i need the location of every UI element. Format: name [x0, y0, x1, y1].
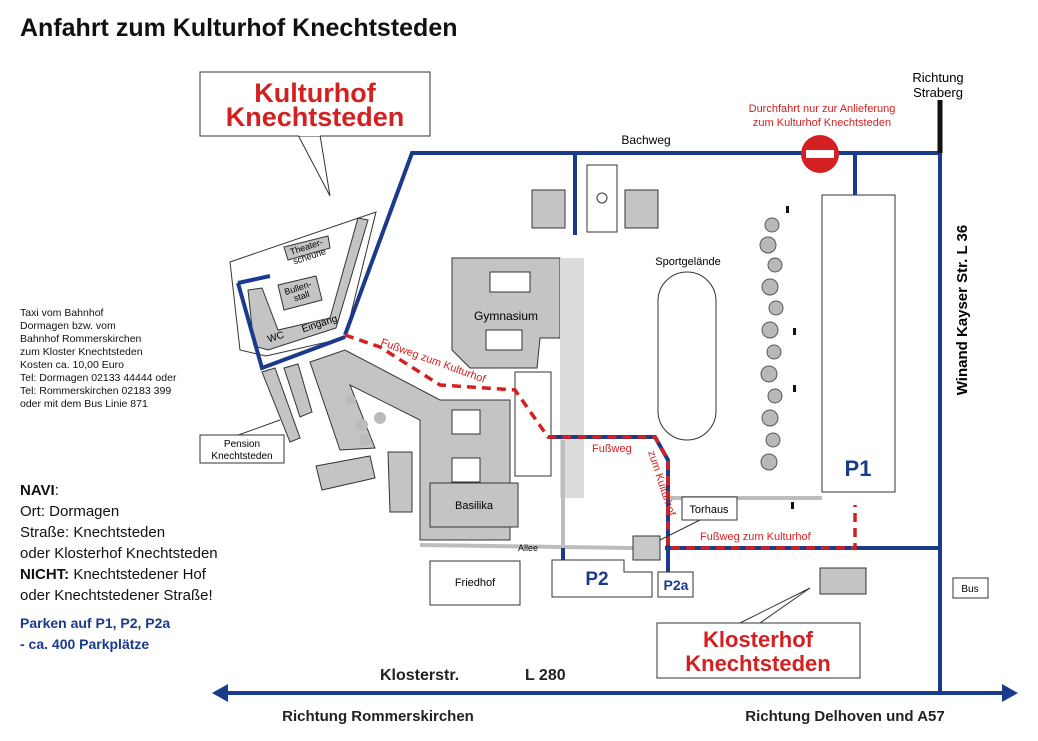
label-sportgelaende: Sportgelände: [655, 256, 720, 268]
friedhof: [429, 560, 521, 606]
svg-text:stall: stall: [292, 289, 310, 303]
svg-text:Bahnhof Rommerskirchen: Bahnhof Rommerskirchen: [20, 333, 142, 345]
svg-text:oder Knechtstedener Straße!: oder Knechtstedener Straße!: [20, 587, 213, 604]
label-klosterstr: Klosterstr.: [380, 667, 459, 684]
svg-text:Knechtsteden: Knechtsteden: [226, 102, 405, 132]
parking-p2a: [657, 571, 694, 598]
svg-text:oder mit dem Bus Linie 871: oder mit dem Bus Linie 871: [20, 398, 148, 410]
svg-text:NAVI:: NAVI:: [20, 482, 59, 499]
label-basilika: Basilika: [455, 500, 494, 512]
bus-stop: [952, 577, 989, 599]
svg-text:Klosterhof: Klosterhof: [703, 627, 814, 652]
label-winand-kayser: Winand Kayser Str. L 36: [954, 225, 971, 396]
label-bachweg: Bachweg: [621, 133, 670, 147]
svg-text:WC: WC: [266, 330, 285, 346]
label-richtung-straberg: Richtung: [912, 70, 963, 85]
buildings: Basilika Gymnasium: [261, 164, 867, 595]
svg-text:Ort: Dormagen: Ort: Dormagen: [20, 503, 119, 520]
parken-info-1: Parken auf P1, P2, P2a: [20, 615, 170, 631]
svg-text:Bus: Bus: [961, 584, 978, 595]
svg-text:P1: P1: [845, 456, 872, 481]
notice-line2: zum Kulturhof Knechtsteden: [753, 117, 891, 129]
label-torhaus: Torhaus: [689, 504, 729, 516]
notice-line1: Durchfahrt nur zur Anlieferung: [749, 103, 896, 115]
no-entry-icon: [801, 135, 839, 173]
svg-text:Taxi vom Bahnhof: Taxi vom Bahnhof: [20, 307, 104, 319]
kulturhof-callout: Kulturhof Knechtsteden: [199, 71, 431, 197]
svg-text:Straberg: Straberg: [913, 85, 963, 100]
svg-text:Tel: Rommerskirchen 02183 399: Tel: Rommerskirchen 02183 399: [20, 385, 171, 397]
svg-text:Kulturhof: Kulturhof: [254, 78, 376, 108]
label-gymnasium: Gymnasium: [474, 309, 538, 323]
label-richtung-rommerskirchen: Richtung Rommerskirchen: [282, 708, 474, 725]
trees: [759, 217, 784, 471]
svg-text:Knechtsteden: Knechtsteden: [211, 451, 272, 462]
svg-text:P2: P2: [585, 569, 608, 590]
markers: [786, 206, 796, 509]
parken-info-2: - ca. 400 Parkplätze: [20, 636, 149, 652]
pension-label-box: [199, 434, 285, 464]
label-richtung-delhoven: Richtung Delhoven und A57: [745, 708, 944, 725]
torhaus-label-box: [681, 496, 738, 521]
taxi-info: Taxi vom Bahnhof Dormagen bzw. vom Bahnh…: [20, 307, 177, 410]
svg-text:Friedhof: Friedhof: [455, 577, 496, 589]
svg-text:NICHT: Knechtstedener Hof: NICHT: Knechtstedener Hof: [20, 566, 207, 583]
track: [657, 271, 717, 441]
svg-text:oder Klosterhof Knechtsteden: oder Klosterhof Knechtsteden: [20, 545, 218, 562]
footpath: [344, 333, 857, 550]
parking-p1: [821, 194, 896, 493]
svg-text:Knechtsteden: Knechtsteden: [685, 651, 830, 676]
label-l280: L 280: [525, 667, 566, 684]
footpath-label-b: Fußweg: [592, 443, 632, 455]
footpath-label-d: Fußweg zum Kulturhof: [700, 531, 812, 543]
page-title: Anfahrt zum Kulturhof Knechtsteden: [20, 14, 458, 42]
torhaus-building: [632, 535, 661, 561]
parking-p2: [551, 559, 653, 598]
svg-text:P2a: P2a: [664, 577, 689, 593]
navi-info: NAVI: Ort: Dormagen Straße: Knechtsteden…: [20, 482, 218, 604]
kulturhof-complex: Theater- scheune Bullen- stall WC Eingan…: [229, 211, 377, 371]
footpath-label-c: zum Kulturhof: [645, 449, 678, 518]
svg-text:Pension: Pension: [224, 439, 260, 450]
svg-text:Dormagen bzw. vom: Dormagen bzw. vom: [20, 320, 116, 332]
label-allee: Allee: [518, 543, 538, 553]
svg-text:Kosten ca. 10,00 Euro: Kosten ca. 10,00 Euro: [20, 359, 124, 371]
klosterhof-callout: Klosterhof Knechtsteden: [656, 587, 861, 679]
svg-text:zum Kloster Knechtsteden: zum Kloster Knechtsteden: [20, 346, 143, 358]
svg-text:Tel: Dormagen 02133 44444 oder: Tel: Dormagen 02133 44444 oder: [20, 372, 177, 384]
svg-text:Straße: Knechtsteden: Straße: Knechtsteden: [20, 524, 165, 541]
